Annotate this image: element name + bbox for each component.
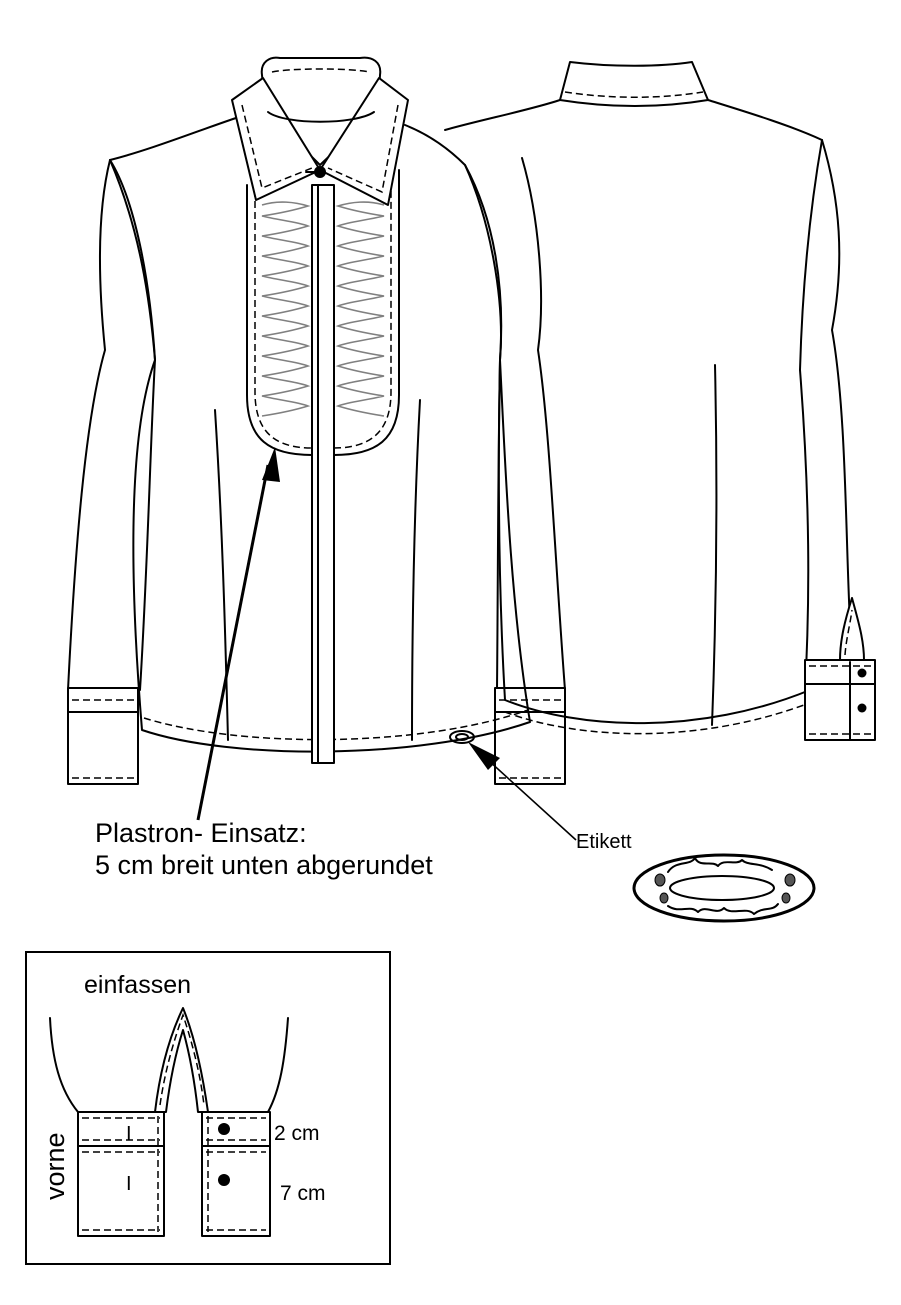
cuff-bottom-dimension: 7 cm xyxy=(280,1182,326,1205)
front-right-sleeve xyxy=(521,157,566,691)
front-left-sleeve xyxy=(67,159,111,691)
plastron-insert xyxy=(246,169,400,456)
collar-button xyxy=(314,166,326,178)
front-right-cuff xyxy=(494,711,566,785)
cuff-detail-box: einfassen I I 2 cm 7 cm vorne xyxy=(25,951,391,1265)
etikett-arrow xyxy=(468,742,577,841)
plastron-label-line2: 5 cm breit unten abgerundet xyxy=(95,850,433,880)
front-left-cuff xyxy=(67,711,139,785)
blouse-front-view xyxy=(67,56,566,785)
etikett-label: Etikett xyxy=(576,831,632,853)
hem-label-icon xyxy=(449,730,475,744)
back-body xyxy=(444,99,823,725)
cuff-button-bottom xyxy=(218,1174,230,1186)
vorne-label: vorne xyxy=(40,1132,70,1200)
front-placket xyxy=(311,184,335,764)
cuff-top-dimension: 2 cm xyxy=(274,1122,320,1145)
plastron-label-line1: Plastron- Einsatz: xyxy=(95,818,307,848)
svg-text:I: I xyxy=(126,1123,132,1145)
front-body xyxy=(109,117,531,753)
svg-text:I: I xyxy=(126,1173,132,1195)
cuff-button-top xyxy=(218,1123,230,1135)
etikett-logo xyxy=(632,853,816,923)
plastron-ruffles xyxy=(261,201,385,417)
front-collar xyxy=(231,56,409,206)
back-collar xyxy=(559,61,709,107)
einfassen-label: einfassen xyxy=(84,971,191,999)
plastron-arrow xyxy=(196,447,280,821)
blouse-back-view xyxy=(444,61,876,741)
